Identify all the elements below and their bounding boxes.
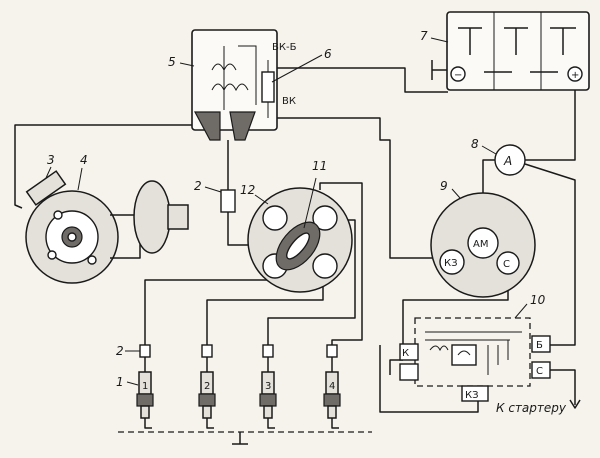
ground-symbol xyxy=(232,432,248,445)
callout-9: 9 xyxy=(440,179,448,193)
callout-1: 1 xyxy=(116,375,124,389)
battery-plus-terminal xyxy=(567,66,583,82)
plug-number: 4 xyxy=(329,381,335,392)
relay-kz-label: КЗ xyxy=(465,390,479,401)
relay-c-label: С xyxy=(536,366,543,377)
callout-3: 3 xyxy=(47,153,55,167)
battery-plus-wire xyxy=(525,80,576,161)
battery: − + xyxy=(446,11,590,91)
spark-plugs: 1 2 3 4 xyxy=(136,344,341,429)
ammeter-relay-wire xyxy=(524,163,576,346)
callout-4: 4 xyxy=(80,153,88,167)
cap-terminal xyxy=(312,253,338,279)
spark-plug-3: 3 xyxy=(259,344,277,429)
battery-ground-wire xyxy=(431,60,448,80)
cap-terminal xyxy=(262,205,288,231)
callouts: 1 2 3 4 5 6 7 8 9 10 11 12 2 xyxy=(45,29,546,389)
plug-number: 1 xyxy=(142,381,148,392)
distributor-cap xyxy=(247,187,353,293)
battery-plus-label: + xyxy=(571,70,579,81)
generator-am-label: АМ xyxy=(473,239,488,250)
callout-8: 8 xyxy=(471,137,479,151)
callout-11: 11 xyxy=(312,159,327,173)
vk-b-label: ВК-Б xyxy=(272,42,297,53)
battery-minus-terminal xyxy=(450,66,466,82)
ignition-coil: ВК-Б ВК xyxy=(191,29,297,141)
relay-b-label: Б xyxy=(536,340,543,351)
suppressor-resistor xyxy=(220,189,236,213)
plug-lead-4 xyxy=(319,182,363,345)
coil-generator-wire xyxy=(277,117,442,259)
starter-label: К стартеру xyxy=(496,401,567,415)
cap-terminal xyxy=(312,205,338,231)
callout-12: 12 xyxy=(240,183,255,197)
generator-c-label: С xyxy=(503,259,510,270)
relay-regulator: К Б С КЗ xyxy=(399,317,551,402)
relay-ground-wire xyxy=(389,359,403,375)
octane-corrector xyxy=(25,170,67,206)
spark-plug-4: 4 xyxy=(323,344,341,429)
callout-5: 5 xyxy=(168,55,176,69)
spark-plug-1: 1 xyxy=(136,344,154,429)
callout-10: 10 xyxy=(530,293,546,307)
vk-label: ВК xyxy=(282,96,296,107)
coil-battery-wire xyxy=(277,67,448,93)
plug-lead-1 xyxy=(144,268,283,345)
callout-7: 7 xyxy=(420,29,428,43)
callout-2-plug: 2 xyxy=(116,344,124,358)
battery-minus-label: − xyxy=(454,70,462,81)
starter-arrow xyxy=(569,395,581,409)
generator-kz-label: КЗ xyxy=(444,258,458,269)
spark-plug-2: 2 xyxy=(198,344,216,429)
plug-number: 2 xyxy=(204,381,210,392)
distributor xyxy=(25,170,189,284)
callout-2-coil: 2 xyxy=(194,179,202,193)
plug-lead-3 xyxy=(267,219,356,345)
callout-6: 6 xyxy=(324,47,332,61)
relay-k-label: К xyxy=(402,348,409,359)
ammeter-label: A xyxy=(503,154,512,168)
generator: АМ КЗ С xyxy=(430,192,536,298)
relay-c-out-wire xyxy=(550,369,576,395)
ammeter: A xyxy=(494,144,526,176)
plug-number: 3 xyxy=(265,381,271,392)
